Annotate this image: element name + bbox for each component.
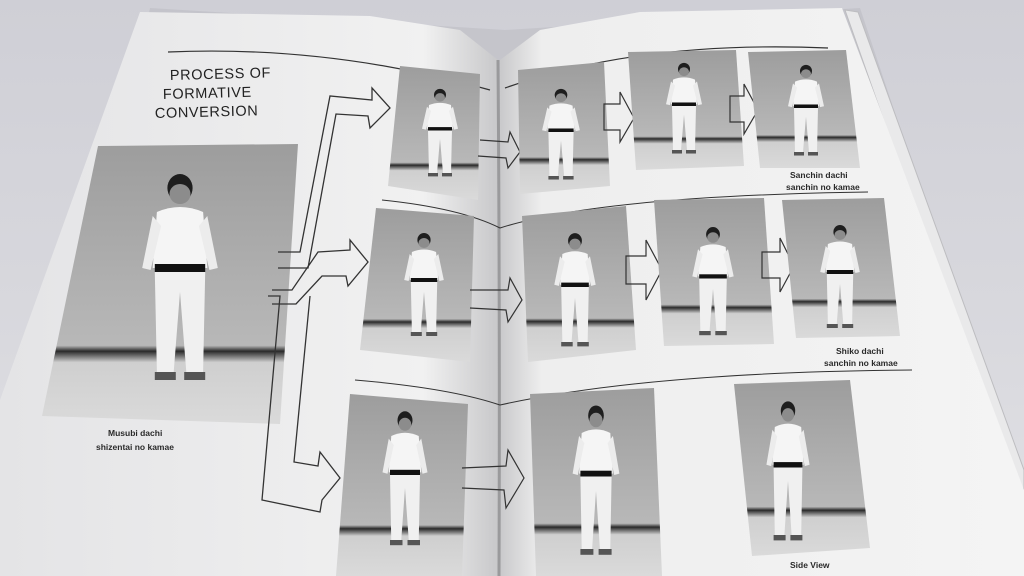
photo-r1-b (628, 50, 744, 170)
heading-line-2: FORMATIVE (163, 85, 252, 103)
photo-r1-c (748, 50, 860, 168)
flow-arrows-left (261, 86, 391, 513)
photo-left-row1 (388, 66, 480, 200)
photo-r2-c (782, 198, 900, 338)
arrow-r2-b (761, 237, 795, 293)
arrow-r1-b (729, 83, 759, 137)
heading-line-3: CONVERSION (155, 103, 259, 122)
heading-line-1: PROCESS OF (170, 65, 271, 84)
photo-r1-a (518, 62, 610, 194)
photo-left-row2 (360, 208, 474, 362)
arrow-r1-a (603, 91, 635, 145)
caption-side-view: Side View (790, 560, 830, 570)
photo-r3-side-view (734, 380, 870, 556)
photo-left-row3 (336, 394, 468, 576)
caption-musubi-2: shizentai no kamae (96, 442, 174, 452)
arrow-r2-a (625, 239, 663, 301)
caption-shiko-1: Shiko dachi (836, 346, 884, 356)
book-gutter (496, 59, 501, 576)
caption-sanchin-2: sanchin no kamae (786, 182, 860, 192)
photo-r2-b (654, 198, 774, 346)
photo-r2-a (522, 206, 636, 362)
photo-musubi-dachi (42, 144, 298, 424)
photo-r3-a (530, 388, 662, 576)
caption-sanchin-1: Sanchin dachi (790, 170, 848, 180)
caption-musubi-1: Musubi dachi (108, 428, 162, 438)
caption-shiko-2: sanchin no kamae (824, 358, 898, 368)
